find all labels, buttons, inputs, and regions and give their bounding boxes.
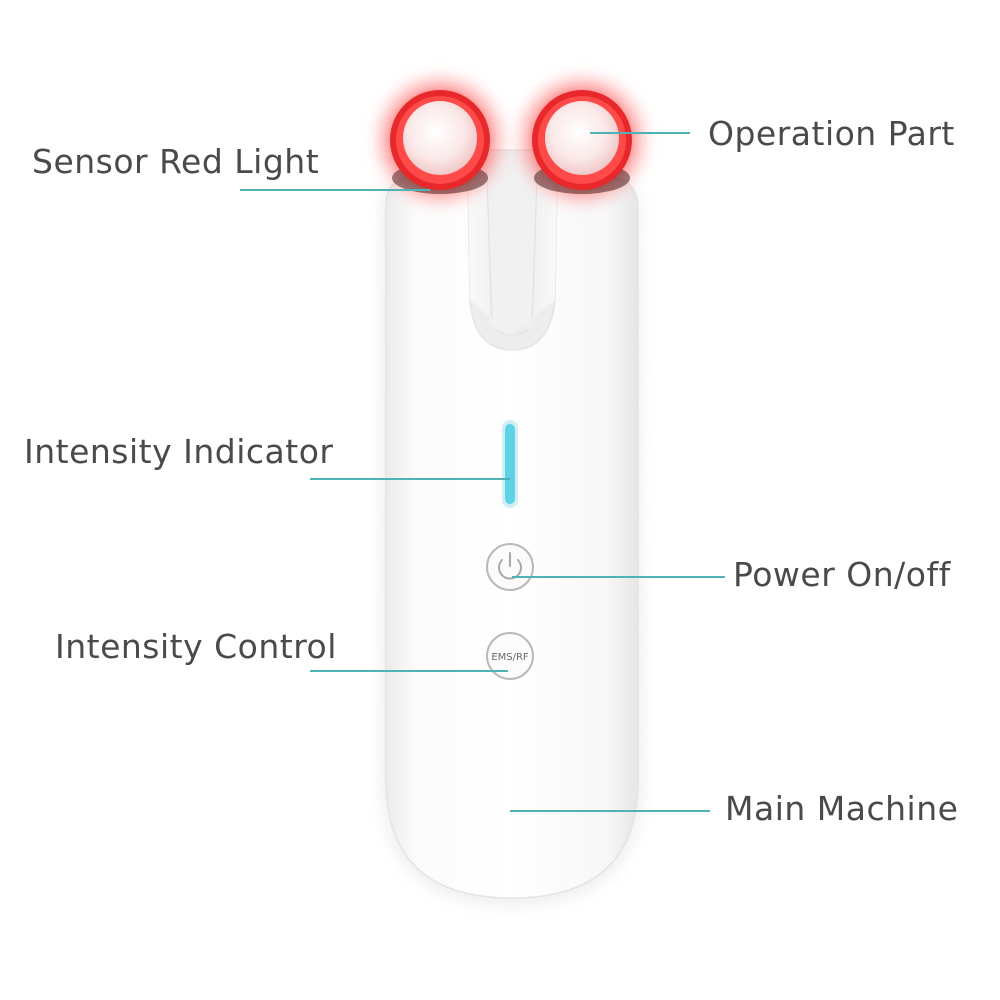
sensor-red-light [370, 70, 510, 210]
label-operation-part: Operation Part [708, 114, 955, 153]
label-sensor-red-light: Sensor Red Light [32, 142, 320, 181]
label-intensity-indicator: Intensity Indicator [24, 432, 334, 471]
intensity-indicator-bar [502, 420, 518, 508]
power-button[interactable] [486, 543, 534, 591]
power-icon [498, 552, 522, 580]
label-main-machine: Main Machine [725, 789, 959, 828]
ems-rf-button[interactable]: EMS/RF [486, 632, 534, 680]
label-intensity-control: Intensity Control [55, 627, 337, 666]
ems-rf-button-label: EMS/RF [491, 652, 529, 663]
operation-part-electrode [512, 70, 652, 210]
leader-lines [240, 132, 725, 812]
label-power-on-off: Power On/off [733, 555, 951, 594]
